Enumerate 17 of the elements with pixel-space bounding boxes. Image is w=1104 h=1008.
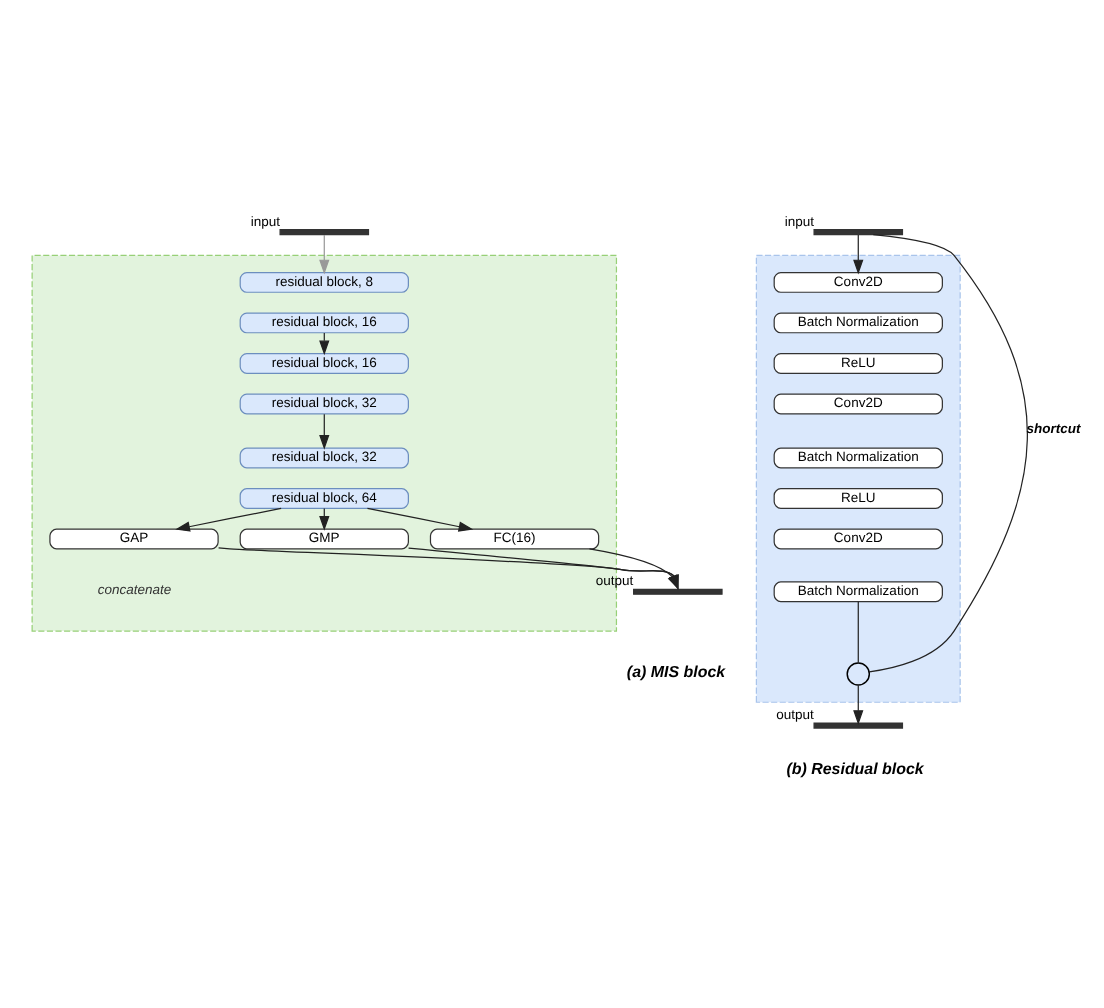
arrow	[366, 507, 474, 532]
arrow	[319, 234, 330, 275]
connector	[868, 233, 1028, 673]
node-bar	[279, 229, 370, 236]
connector	[857, 601, 859, 664]
node-bar	[813, 229, 904, 236]
arrow	[588, 548, 679, 590]
arrow	[853, 234, 864, 275]
cluster	[755, 254, 961, 703]
node-bar	[633, 588, 723, 595]
arrow	[319, 413, 330, 450]
arrow	[853, 684, 864, 725]
arrow	[407, 547, 679, 590]
arrow	[217, 547, 679, 590]
node-circle	[846, 662, 871, 686]
node-bar	[813, 722, 904, 729]
arrow	[175, 507, 282, 532]
